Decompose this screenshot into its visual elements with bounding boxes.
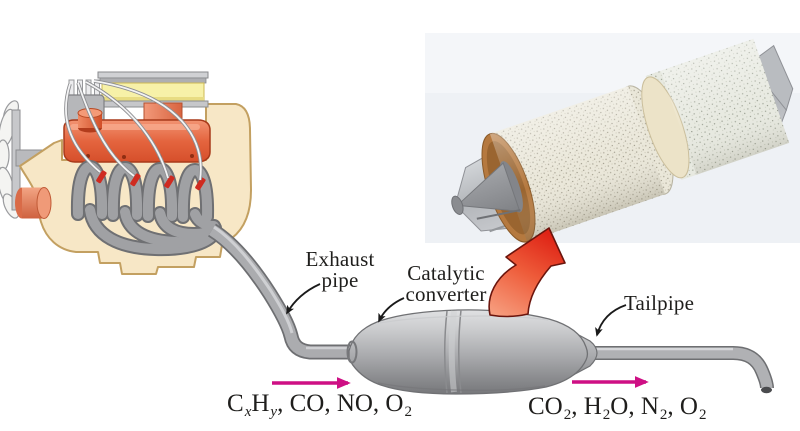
formula-inlet: CxHy, CO, NO, O2 [227, 390, 412, 420]
spark-plug-wires [64, 79, 203, 181]
catalytic-pointer-icon [378, 297, 405, 323]
tailpipe-pipe [588, 346, 774, 394]
label-pointers [286, 283, 627, 337]
exhaust-pipe [207, 223, 358, 360]
valve-cover [63, 119, 211, 163]
ceramic-monolith-left [481, 85, 674, 243]
engine-drawing [0, 71, 252, 275]
label-catalytic-line1: Catalytic [407, 261, 485, 285]
label-exhaust-pipe-line1: Exhaust [305, 247, 375, 271]
exhaust-manifold [70, 159, 222, 257]
spark-plug-boots [96, 170, 206, 191]
label-tailpipe: Tailpipe [624, 291, 695, 315]
label-exhaust-pipe: Exhaust pipe [292, 247, 388, 293]
red-arrow-icon [488, 227, 566, 318]
converter-photo-inset [425, 33, 800, 243]
inlet-cone [451, 161, 523, 220]
label-catalytic-line2: converter [405, 282, 487, 307]
exhaust-pipe-pointer-icon [286, 283, 321, 315]
ceramic-monolith-right [641, 38, 790, 181]
tailpipe-pointer-icon [595, 304, 627, 337]
label-catalytic-converter: Catalytic converter [394, 261, 498, 307]
label-exhaust-pipe-line2: pipe [321, 268, 359, 293]
pulley [15, 187, 52, 219]
flow-arrows [272, 376, 649, 389]
formula-outlet: CO2, H2O, N2, O2 [528, 393, 707, 423]
catalytic-converter-body [346, 309, 598, 395]
